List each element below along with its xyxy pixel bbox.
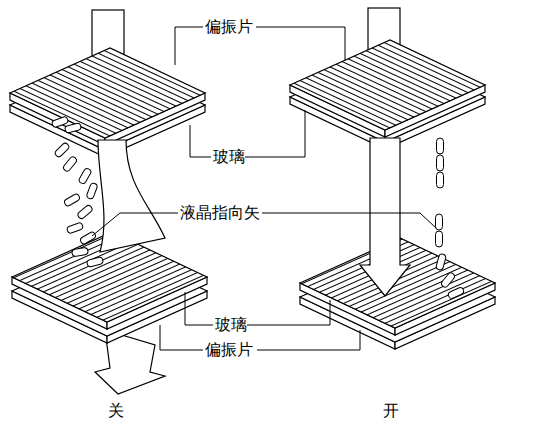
light-arrow	[360, 138, 410, 296]
polarizer-plate	[10, 48, 205, 145]
part-label: 玻璃	[213, 147, 245, 167]
lc-molecules	[436, 138, 465, 300]
leader-line	[92, 27, 436, 350]
polarizer-plate	[290, 40, 485, 137]
part-label: 液晶指向矢	[180, 203, 260, 223]
part-label: 玻璃	[215, 315, 247, 335]
state-label: 开	[383, 401, 399, 421]
state-label: 关	[108, 401, 124, 421]
lc-molecules	[51, 116, 103, 267]
part-label: 偏振片	[205, 17, 253, 37]
part-label: 偏振片	[205, 340, 253, 360]
light-band	[98, 140, 165, 252]
